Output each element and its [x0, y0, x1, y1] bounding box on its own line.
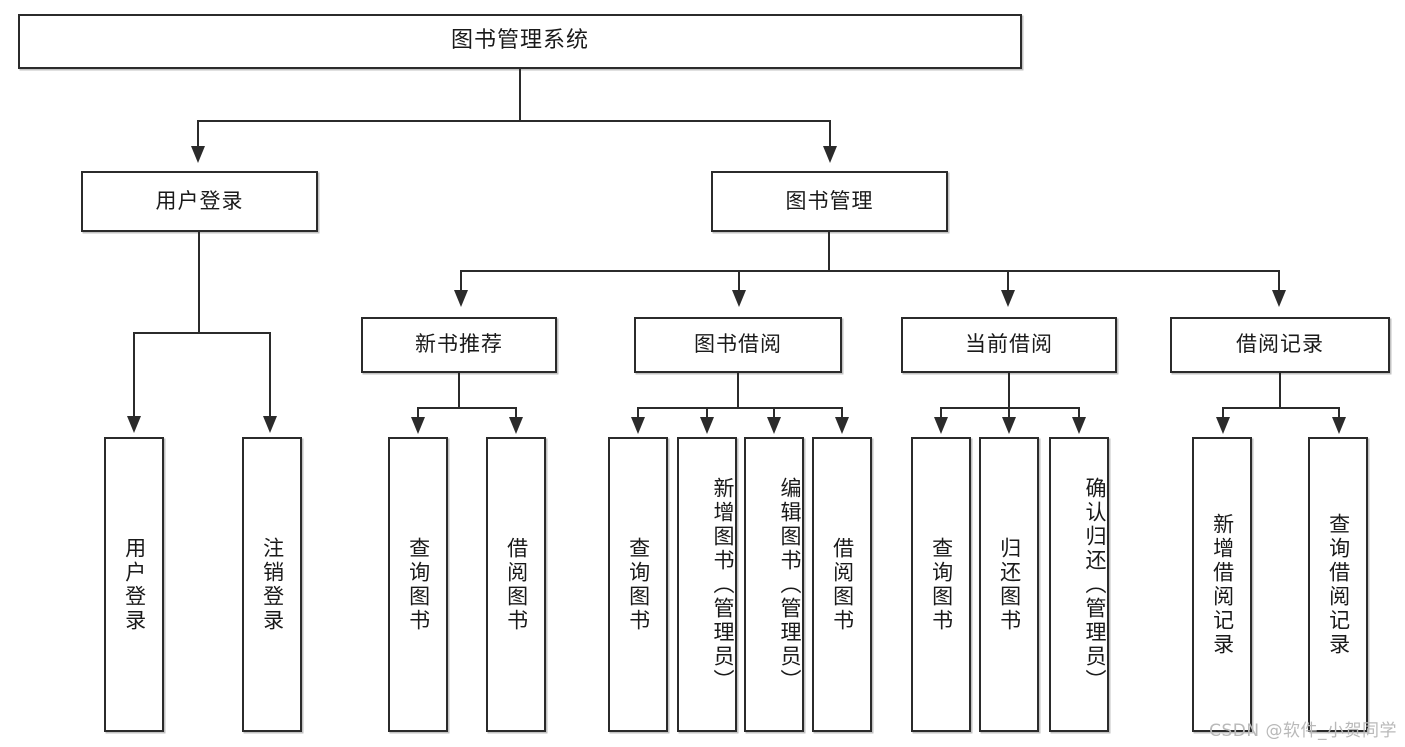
edge-current-borrow-drop-1: [940, 407, 942, 419]
node-leaf-confirm-return[interactable]: 确认归还（管理员）: [1049, 437, 1109, 732]
node-label: 归还图书: [997, 536, 1022, 633]
arrow-leaf-edit-book: [767, 417, 781, 434]
edge-user-login-drop-1: [133, 332, 135, 418]
arrow-leaf-query-book-1: [411, 417, 425, 434]
edge-book-borrow-drop-1: [637, 407, 639, 419]
arrow-leaf-query-book-2: [631, 417, 645, 434]
arrow-leaf-confirm-return: [1072, 417, 1086, 434]
edge-root-stem: [519, 69, 521, 121]
edge-book-borrow-drop-3: [773, 407, 775, 419]
edge-current-borrow-bar: [940, 407, 1080, 409]
edge-new-book-stem: [458, 373, 460, 408]
arrow-leaf-query-record: [1332, 417, 1346, 434]
node-book-manage[interactable]: 图书管理: [711, 171, 948, 232]
edge-to-current-borrow: [1007, 270, 1009, 292]
edge-borrow-record-bar: [1222, 407, 1340, 409]
node-label: 查询图书: [929, 536, 954, 633]
node-leaf-borrow-book-1[interactable]: 借阅图书: [486, 437, 546, 732]
node-leaf-query-book-3[interactable]: 查询图书: [911, 437, 971, 732]
edge-to-user-login: [197, 120, 199, 148]
node-label: 查询图书: [406, 536, 431, 633]
edge-user-login-bar: [133, 332, 270, 334]
edge-current-borrow-drop-2: [1008, 407, 1010, 419]
edge-borrow-record-stem: [1279, 373, 1281, 408]
arrow-leaf-logout: [263, 416, 277, 433]
edge-user-login-stem: [198, 232, 200, 333]
edge-book-borrow-drop-2: [706, 407, 708, 419]
node-leaf-query-book-1[interactable]: 查询图书: [388, 437, 448, 732]
edge-new-book-bar: [417, 407, 517, 409]
node-label: 用户登录: [122, 536, 147, 633]
arrow-to-borrow-record: [1272, 290, 1286, 307]
node-book-borrow[interactable]: 图书借阅: [634, 317, 842, 373]
edge-level3-bar: [460, 270, 1280, 272]
edge-user-login-drop-2: [269, 332, 271, 418]
node-leaf-edit-book[interactable]: 编辑图书（管理员）: [744, 437, 804, 732]
node-current-borrow[interactable]: 当前借阅: [901, 317, 1117, 373]
node-label: 查询图书: [626, 536, 651, 633]
edge-book-borrow-stem: [737, 373, 739, 408]
edge-new-book-drop-1: [417, 407, 419, 419]
arrow-leaf-query-book-3: [934, 417, 948, 434]
node-label: 借阅记录: [1236, 332, 1324, 357]
node-label: 图书借阅: [694, 332, 782, 357]
node-label: 用户登录: [155, 188, 244, 213]
arrow-leaf-borrow-book-1: [509, 417, 523, 434]
node-leaf-query-book-2[interactable]: 查询图书: [608, 437, 668, 732]
node-new-book-recommend[interactable]: 新书推荐: [361, 317, 557, 373]
edge-borrow-record-drop-2: [1338, 407, 1340, 419]
node-label: 新增图书（管理员）: [711, 476, 735, 693]
arrow-to-book-manage: [823, 146, 837, 163]
edge-borrow-record-drop-1: [1222, 407, 1224, 419]
node-label: 注销登录: [260, 536, 285, 633]
edge-to-new-book-recommend: [460, 270, 462, 292]
edge-to-book-borrow: [738, 270, 740, 292]
arrow-to-new-book-recommend: [454, 290, 468, 307]
arrow-leaf-add-record: [1216, 417, 1230, 434]
edge-new-book-drop-2: [515, 407, 517, 419]
node-leaf-borrow-book-2[interactable]: 借阅图书: [812, 437, 872, 732]
node-root-book-management-system[interactable]: 图书管理系统: [18, 14, 1022, 69]
edge-current-borrow-stem: [1008, 373, 1010, 408]
edge-to-borrow-record: [1278, 270, 1280, 292]
node-label: 借阅图书: [830, 536, 855, 633]
node-label: 查询借阅记录: [1326, 512, 1351, 657]
edge-book-borrow-bar: [637, 407, 842, 409]
node-label: 确认归还（管理员）: [1083, 476, 1107, 693]
node-leaf-add-book[interactable]: 新增图书（管理员）: [677, 437, 737, 732]
edge-to-book-manage: [829, 120, 831, 148]
node-label: 新增借阅记录: [1210, 512, 1235, 657]
arrow-leaf-user-login: [127, 416, 141, 433]
node-leaf-logout[interactable]: 注销登录: [242, 437, 302, 732]
edge-book-manage-stem: [828, 232, 830, 271]
node-label: 图书管理系统: [450, 28, 589, 54]
arrow-to-current-borrow: [1001, 290, 1015, 307]
node-user-login[interactable]: 用户登录: [81, 171, 318, 232]
arrow-leaf-return-book: [1002, 417, 1016, 434]
node-leaf-query-record[interactable]: 查询借阅记录: [1308, 437, 1368, 732]
node-leaf-return-book[interactable]: 归还图书: [979, 437, 1039, 732]
node-borrow-record[interactable]: 借阅记录: [1170, 317, 1390, 373]
node-leaf-add-record[interactable]: 新增借阅记录: [1192, 437, 1252, 732]
arrow-to-book-borrow: [732, 290, 746, 307]
edge-current-borrow-drop-3: [1078, 407, 1080, 419]
node-label: 图书管理: [785, 188, 874, 213]
node-label: 新书推荐: [415, 332, 503, 357]
node-leaf-user-login[interactable]: 用户登录: [104, 437, 164, 732]
node-label: 编辑图书（管理员）: [778, 476, 802, 693]
arrow-leaf-borrow-book-2: [835, 417, 849, 434]
node-label: 借阅图书: [504, 536, 529, 633]
edge-level2-bar: [197, 120, 830, 122]
arrow-leaf-add-book: [700, 417, 714, 434]
node-label: 当前借阅: [965, 332, 1053, 357]
arrow-to-user-login: [191, 146, 205, 163]
edge-book-borrow-drop-4: [841, 407, 843, 419]
